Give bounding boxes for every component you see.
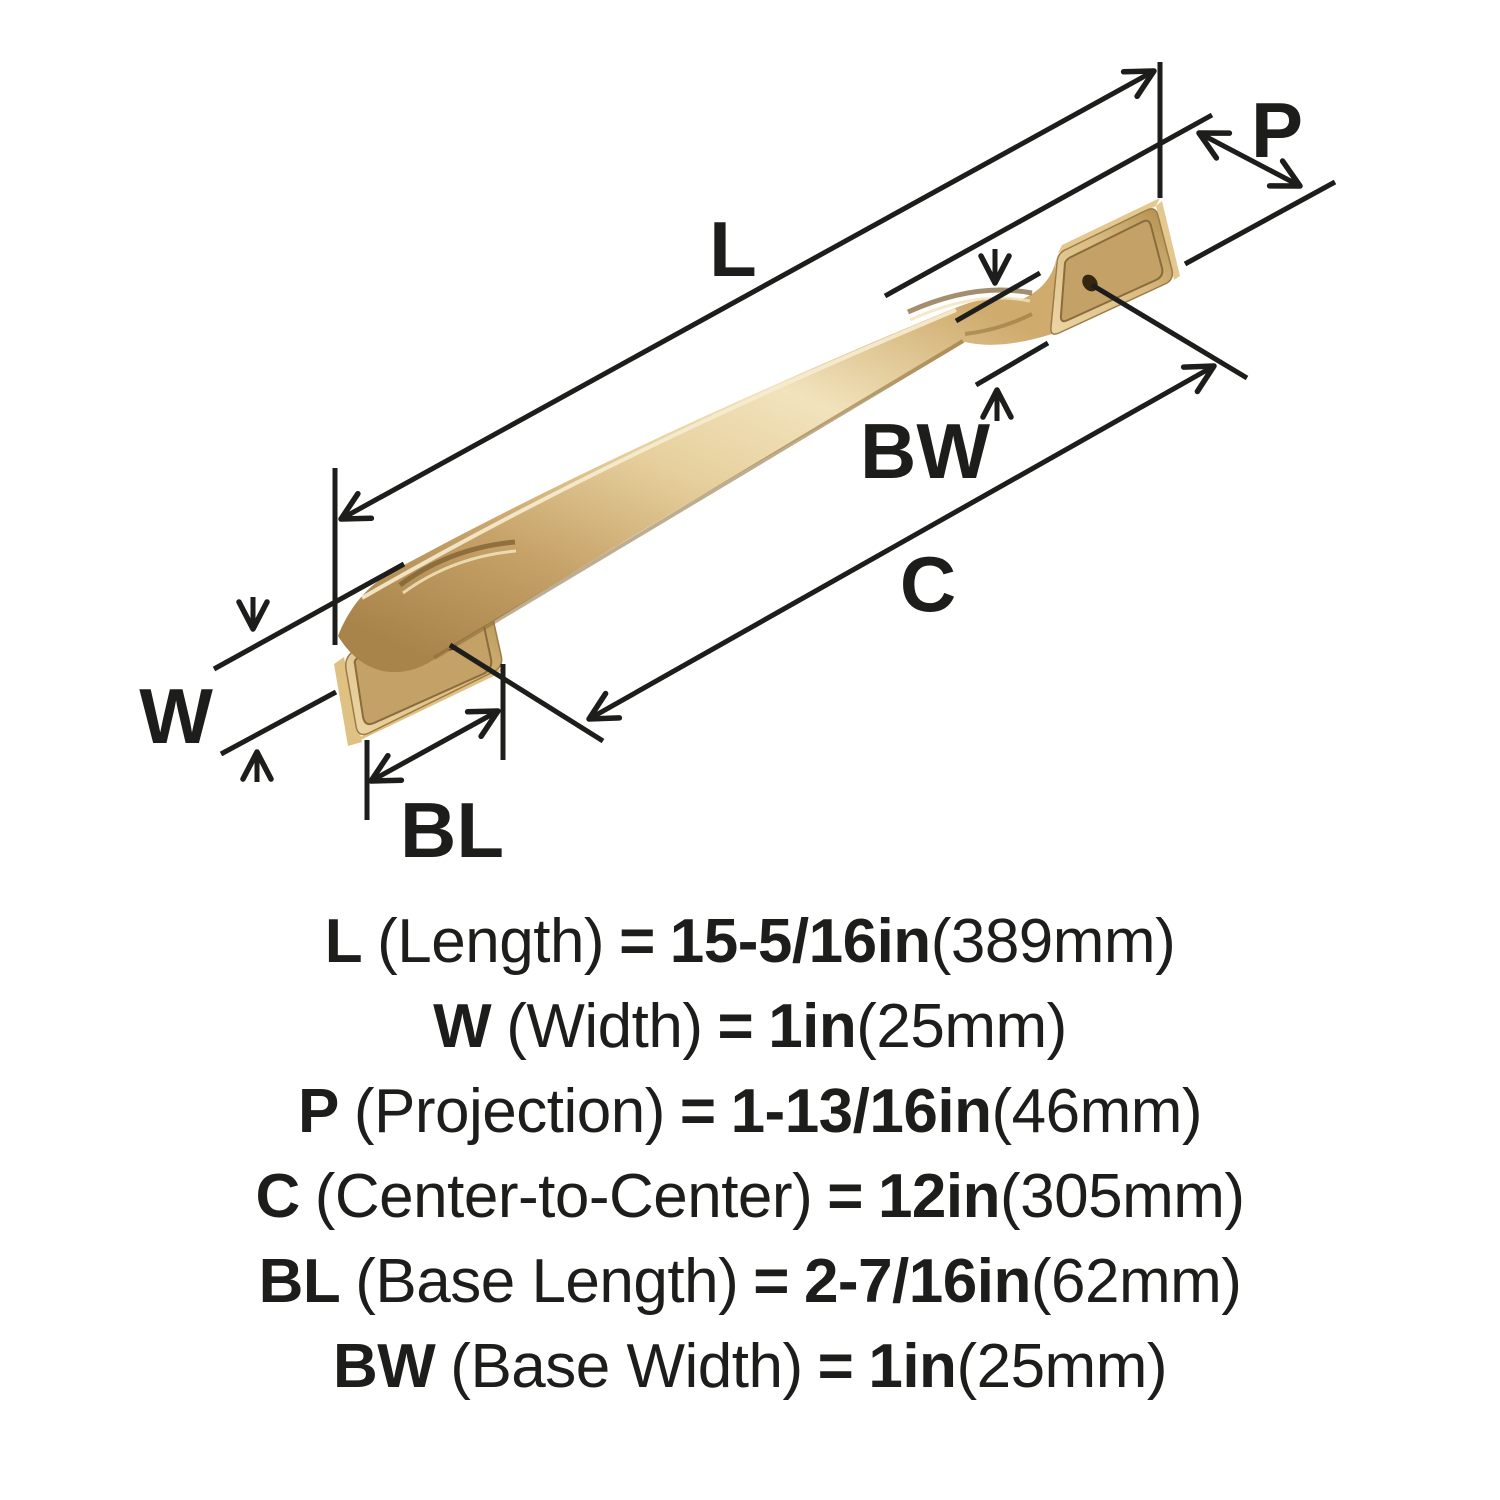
grip-slot-bottom [398,539,516,588]
center-dimension-line [586,363,1217,722]
spec-name: (Length) [377,907,605,976]
spec-symbol: P [297,1077,339,1146]
center-leader-bottom [448,642,605,744]
label-center-to-center: C [900,540,956,628]
spec-name: (Base Length) [355,1247,739,1316]
equals-sign: = [717,992,754,1061]
handle-diagram-svg: L P W BW [139,62,1337,874]
center-leader-top [1090,282,1249,381]
equals-sign: = [679,1077,716,1146]
spec-value-imperial: 2-7/16in [803,1247,1031,1316]
projection-ref-bottom [1183,179,1337,267]
handle-top-base [1050,198,1180,335]
spec-row-width: W(Width)=1in(25mm) [0,984,1500,1069]
spec-name: (Base Width) [450,1332,803,1401]
label-length: L [709,205,757,293]
base-width-ref-bottom [974,340,1050,388]
dim-projection: P [883,86,1337,299]
spec-row-length: L(Length)=15-5/16in(389mm) [0,899,1500,984]
spec-row-base-width: BW(Base Width)=1in(25mm) [0,1324,1500,1409]
projection-ref-top [883,112,1214,299]
equals-sign: = [817,1332,854,1401]
spec-symbol: BW [333,1332,436,1401]
spec-value-imperial: 1in [768,992,857,1061]
dimension-annotations: L P W BW [139,62,1337,874]
spec-name: (Projection) [353,1077,666,1146]
spec-list: L(Length)=15-5/16in(389mm) W(Width)=1in(… [0,899,1500,1409]
equals-sign: = [827,1162,863,1231]
dim-length: L [332,62,1163,645]
pull-handle-illustration [334,198,1180,746]
spec-value-metric: (46mm) [991,1077,1203,1146]
spec-value-metric: (25mm) [956,1332,1167,1401]
equals-sign: = [753,1247,789,1316]
spec-value-imperial: 1in [868,1332,957,1401]
base-length-dimension-line [368,708,501,784]
dim-base-length: BL [364,664,506,874]
base-width-ref-top [954,270,1042,324]
spec-symbol: W [433,992,492,1061]
spec-value-metric: (62mm) [1030,1247,1242,1316]
spec-value-imperial: 1-13/16in [730,1077,992,1146]
spec-value-imperial: 15-5/16in [669,907,931,976]
spec-symbol: L [324,907,363,976]
bottom-base-side-bevel [334,657,504,746]
spec-value-imperial: 12in [877,1162,1001,1231]
projection-dimension-line [1196,130,1303,189]
label-projection: P [1251,86,1303,174]
spec-value-metric: (389mm) [930,907,1176,976]
width-ref-top [212,561,406,672]
spec-symbol: C [255,1162,300,1231]
spec-name: (Center-to-Center) [314,1162,813,1231]
equals-sign: = [619,907,655,976]
spec-symbol: BL [258,1247,341,1316]
spec-row-base-length: BL(Base Length)=2-7/16in(62mm) [0,1239,1500,1324]
spec-value-metric: (305mm) [1000,1162,1245,1231]
grip-slot-bottom-light [402,549,517,595]
width-ref-bottom [219,689,338,757]
length-dimension-line [338,68,1157,522]
dim-center-to-center: C [448,282,1249,744]
label-width: W [139,672,213,760]
spec-row-center-to-center: C(Center-to-Center)=12in(305mm) [0,1154,1500,1239]
grip-bottom-shadow [432,339,965,660]
spec-name: (Width) [506,992,703,1061]
label-base-length: BL [400,786,504,874]
spec-value-metric: (25mm) [856,992,1067,1061]
label-base-width: BW [860,407,990,495]
dim-width: W [139,561,406,782]
spec-row-projection: P(Projection)=1-13/16in(46mm) [0,1069,1500,1154]
